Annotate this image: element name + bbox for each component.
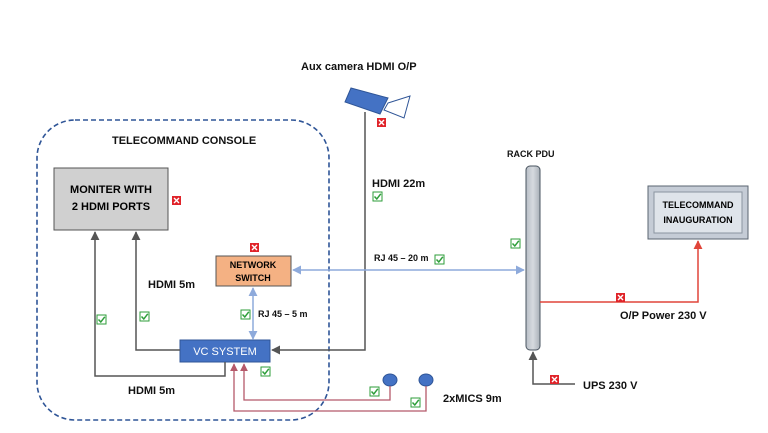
network-switch-line2: SWITCH	[235, 273, 271, 283]
check-icon	[372, 191, 383, 202]
monitor-label-line1: MONITER WITH	[70, 184, 152, 196]
network-switch-box	[215, 255, 292, 287]
console-title: TELECOMMAND CONSOLE	[112, 135, 256, 147]
hdmi-5m-upper-cable	[131, 231, 180, 351]
rj45-20m-label: RJ 45 – 20 m	[374, 253, 429, 263]
check-icon	[139, 311, 150, 322]
hdmi-5m-upper-label: HDMI 5m	[148, 279, 195, 291]
monitor-label-line2: 2 HDMI PORTS	[72, 201, 150, 213]
vc-system-label: VC SYSTEM	[193, 346, 257, 358]
cross-icon	[250, 243, 259, 252]
check-icon	[434, 254, 445, 265]
mics-label: 2xMICS 9m	[443, 393, 502, 405]
monitor-box	[53, 167, 169, 231]
cross-icon	[172, 196, 181, 205]
rack-pdu-label: RACK PDU	[507, 149, 555, 159]
hdmi-5m-lower-cable	[90, 231, 226, 377]
rj45-5m-label: RJ 45 – 5 m	[258, 309, 308, 319]
ups-cable	[528, 351, 575, 385]
check-icon	[260, 366, 271, 377]
mic-1-cable	[240, 363, 391, 401]
mic-1-icon	[382, 373, 398, 387]
hdmi-22m-label: HDMI 22m	[372, 178, 425, 190]
inauguration-line1: TELECOMMAND	[663, 200, 734, 210]
hdmi-22m-cable	[271, 112, 366, 355]
rack-pdu-bar	[525, 165, 541, 351]
cross-icon	[550, 375, 559, 384]
cross-icon	[377, 118, 386, 127]
mic-2-cable	[230, 363, 427, 412]
camera-icon	[344, 87, 411, 119]
check-icon	[240, 309, 251, 320]
check-icon	[96, 314, 107, 325]
op-power-label: O/P Power 230 V	[620, 310, 707, 322]
hdmi-5m-lower-label: HDMI 5m	[128, 385, 175, 397]
check-icon	[510, 238, 521, 249]
mic-2-icon	[418, 373, 434, 387]
inauguration-line2: INAUGURATION	[663, 215, 732, 225]
power-cable	[540, 240, 703, 303]
check-icon	[369, 386, 380, 397]
aux-camera-label: Aux camera HDMI O/P	[301, 61, 417, 73]
check-icon	[410, 397, 421, 408]
inauguration-box-inner	[653, 191, 743, 234]
ups-label: UPS 230 V	[583, 380, 638, 392]
network-switch-line1: NETWORK	[230, 260, 277, 270]
cross-icon	[616, 293, 625, 302]
